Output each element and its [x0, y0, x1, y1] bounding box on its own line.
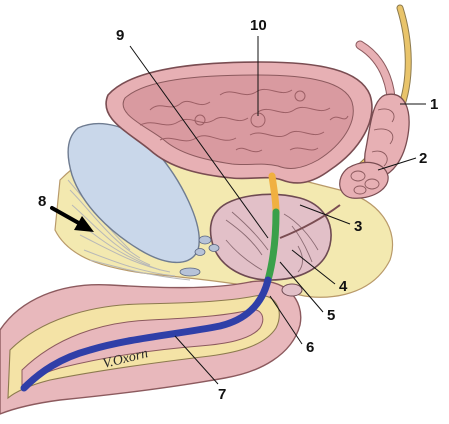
urethra-membranous	[264, 208, 280, 284]
bladder-folds	[139, 88, 349, 153]
label-3: 3	[354, 218, 362, 235]
label-1: 1	[430, 96, 438, 113]
urethra-spongy	[20, 276, 272, 392]
ampulla	[339, 161, 389, 199]
leader-4	[291, 249, 336, 285]
label-7: 7	[218, 386, 226, 403]
urethra-prostatic	[268, 172, 280, 216]
leader-3	[299, 204, 351, 225]
label-2: 2	[419, 150, 427, 167]
label-9: 9	[116, 27, 124, 44]
leader-6	[269, 295, 303, 345]
label-4: 4	[339, 278, 348, 295]
arrow-8	[50, 206, 94, 232]
venous-plexus	[179, 235, 220, 277]
leader-2	[377, 157, 417, 171]
leader-5	[279, 261, 324, 313]
ejaculatory-duct	[279, 204, 341, 239]
label-10: 10	[250, 17, 267, 34]
leader-lines	[129, 36, 426, 385]
seminal-vesicle-coils	[371, 108, 395, 167]
ampulla-coils	[350, 170, 380, 195]
label-6: 6	[306, 339, 314, 356]
bulbourethral-gland	[281, 283, 303, 297]
label-8: 8	[38, 193, 46, 210]
leader-7	[174, 335, 219, 385]
label-5: 5	[327, 307, 335, 324]
leader-9	[129, 45, 269, 239]
prostate-lobules	[225, 211, 319, 273]
